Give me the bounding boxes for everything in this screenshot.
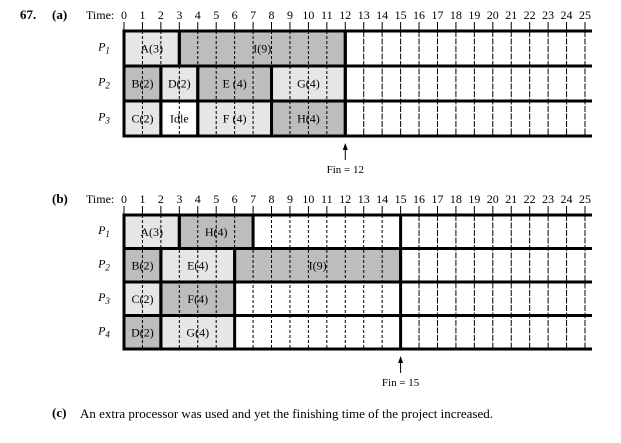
time-tick-label: 0 [121, 8, 127, 22]
task-label: G(4) [186, 325, 209, 339]
task-label: D(2) [131, 325, 154, 339]
task-label: B(2) [131, 258, 153, 272]
task-label: C(2) [131, 292, 153, 306]
time-tick-label: 15 [395, 8, 407, 22]
processor-label: P2 [97, 256, 110, 272]
time-tick-label: 7 [250, 192, 256, 206]
time-tick-label: 1 [139, 8, 145, 22]
time-tick-label: 14 [376, 8, 388, 22]
time-tick-label: 0 [121, 192, 127, 206]
time-tick-label: 14 [376, 192, 388, 206]
task-label: B(2) [131, 77, 153, 91]
time-tick-label: 23 [542, 192, 554, 206]
part-a-label: (a) [52, 7, 68, 22]
task-label: A(3) [140, 42, 163, 56]
task-block [234, 248, 401, 282]
processor-label: P3 [97, 290, 110, 306]
time-tick-label: 8 [269, 192, 275, 206]
task-block [124, 215, 180, 249]
time-tick-label: 16 [413, 8, 425, 22]
task-label: A(3) [140, 225, 163, 239]
time-tick-label: 17 [431, 192, 443, 206]
time-tick-label: 25 [579, 8, 591, 22]
time-tick-label: 22 [524, 8, 536, 22]
task-block [124, 31, 180, 66]
task-label: H(4) [297, 112, 320, 126]
time-tick-label: 5 [213, 8, 219, 22]
time-tick-label: 11 [321, 192, 333, 206]
task-label: I(9) [309, 258, 327, 272]
time-tick-label: 25 [579, 192, 591, 206]
time-tick-label: 18 [450, 8, 462, 22]
time-tick-label: 23 [542, 8, 554, 22]
processor-label: P4 [97, 323, 110, 339]
time-tick-label: 4 [195, 8, 201, 22]
time-tick-label: 21 [505, 192, 517, 206]
time-tick-label: 18 [450, 192, 462, 206]
time-tick-label: 17 [431, 8, 443, 22]
time-tick-label: 9 [287, 192, 293, 206]
task-label: E (4) [222, 77, 246, 91]
time-tick-label: 19 [468, 192, 480, 206]
task-block [179, 31, 346, 66]
time-tick-label: 9 [287, 8, 293, 22]
task-label: F(4) [187, 292, 208, 306]
time-tick-label: 3 [176, 8, 182, 22]
time-tick-label: 8 [269, 8, 275, 22]
processor-label: P3 [97, 110, 110, 126]
time-tick-label: 24 [561, 192, 573, 206]
time-tick-label: 10 [302, 8, 314, 22]
task-label: Idle [170, 112, 189, 126]
finish-label: Fin = 12 [327, 164, 364, 176]
time-tick-label: 13 [358, 192, 370, 206]
time-tick-label: 7 [250, 8, 256, 22]
task-label: C(2) [131, 112, 153, 126]
time-tick-label: 2 [158, 192, 164, 206]
finish-arrow-head [342, 143, 348, 150]
processor-label: P1 [97, 40, 110, 56]
time-tick-label: 15 [395, 192, 407, 206]
time-tick-label: 20 [487, 192, 499, 206]
time-tick-label: 22 [524, 192, 536, 206]
time-tick-label: 5 [213, 192, 219, 206]
time-tick-label: 11 [321, 8, 333, 22]
time-tick-label: 10 [302, 192, 314, 206]
part-b-label: (b) [52, 191, 68, 206]
task-label: D(2) [168, 77, 191, 91]
task-label: F (4) [223, 112, 247, 126]
part-b-time-label: Time: [86, 192, 115, 206]
time-tick-label: 24 [561, 8, 573, 22]
time-tick-label: 1 [139, 192, 145, 206]
time-tick-label: 21 [505, 8, 517, 22]
task-label: I(9) [253, 42, 271, 56]
task-label: H(4) [205, 225, 228, 239]
time-tick-label: 19 [468, 8, 480, 22]
time-tick-label: 16 [413, 192, 425, 206]
part-c-label: (c) [52, 405, 67, 420]
time-tick-label: 2 [158, 8, 164, 22]
finish-label: Fin = 15 [382, 377, 420, 389]
task-label: G(4) [297, 77, 320, 91]
processor-label: P1 [97, 223, 110, 239]
part-a-time-label: Time: [86, 8, 115, 22]
time-tick-label: 13 [358, 8, 370, 22]
time-tick-label: 6 [232, 192, 238, 206]
finish-arrow-head [398, 356, 404, 363]
time-tick-label: 3 [176, 192, 182, 206]
part-c-text: An extra processor was used and yet the … [80, 406, 493, 421]
processor-label: P2 [97, 75, 110, 91]
task-label: E(4) [187, 258, 208, 272]
time-tick-label: 12 [339, 8, 351, 22]
problem-number: 67. [20, 7, 37, 22]
time-tick-label: 12 [339, 192, 351, 206]
time-tick-label: 20 [487, 8, 499, 22]
time-tick-label: 6 [232, 8, 238, 22]
time-tick-label: 4 [195, 192, 201, 206]
